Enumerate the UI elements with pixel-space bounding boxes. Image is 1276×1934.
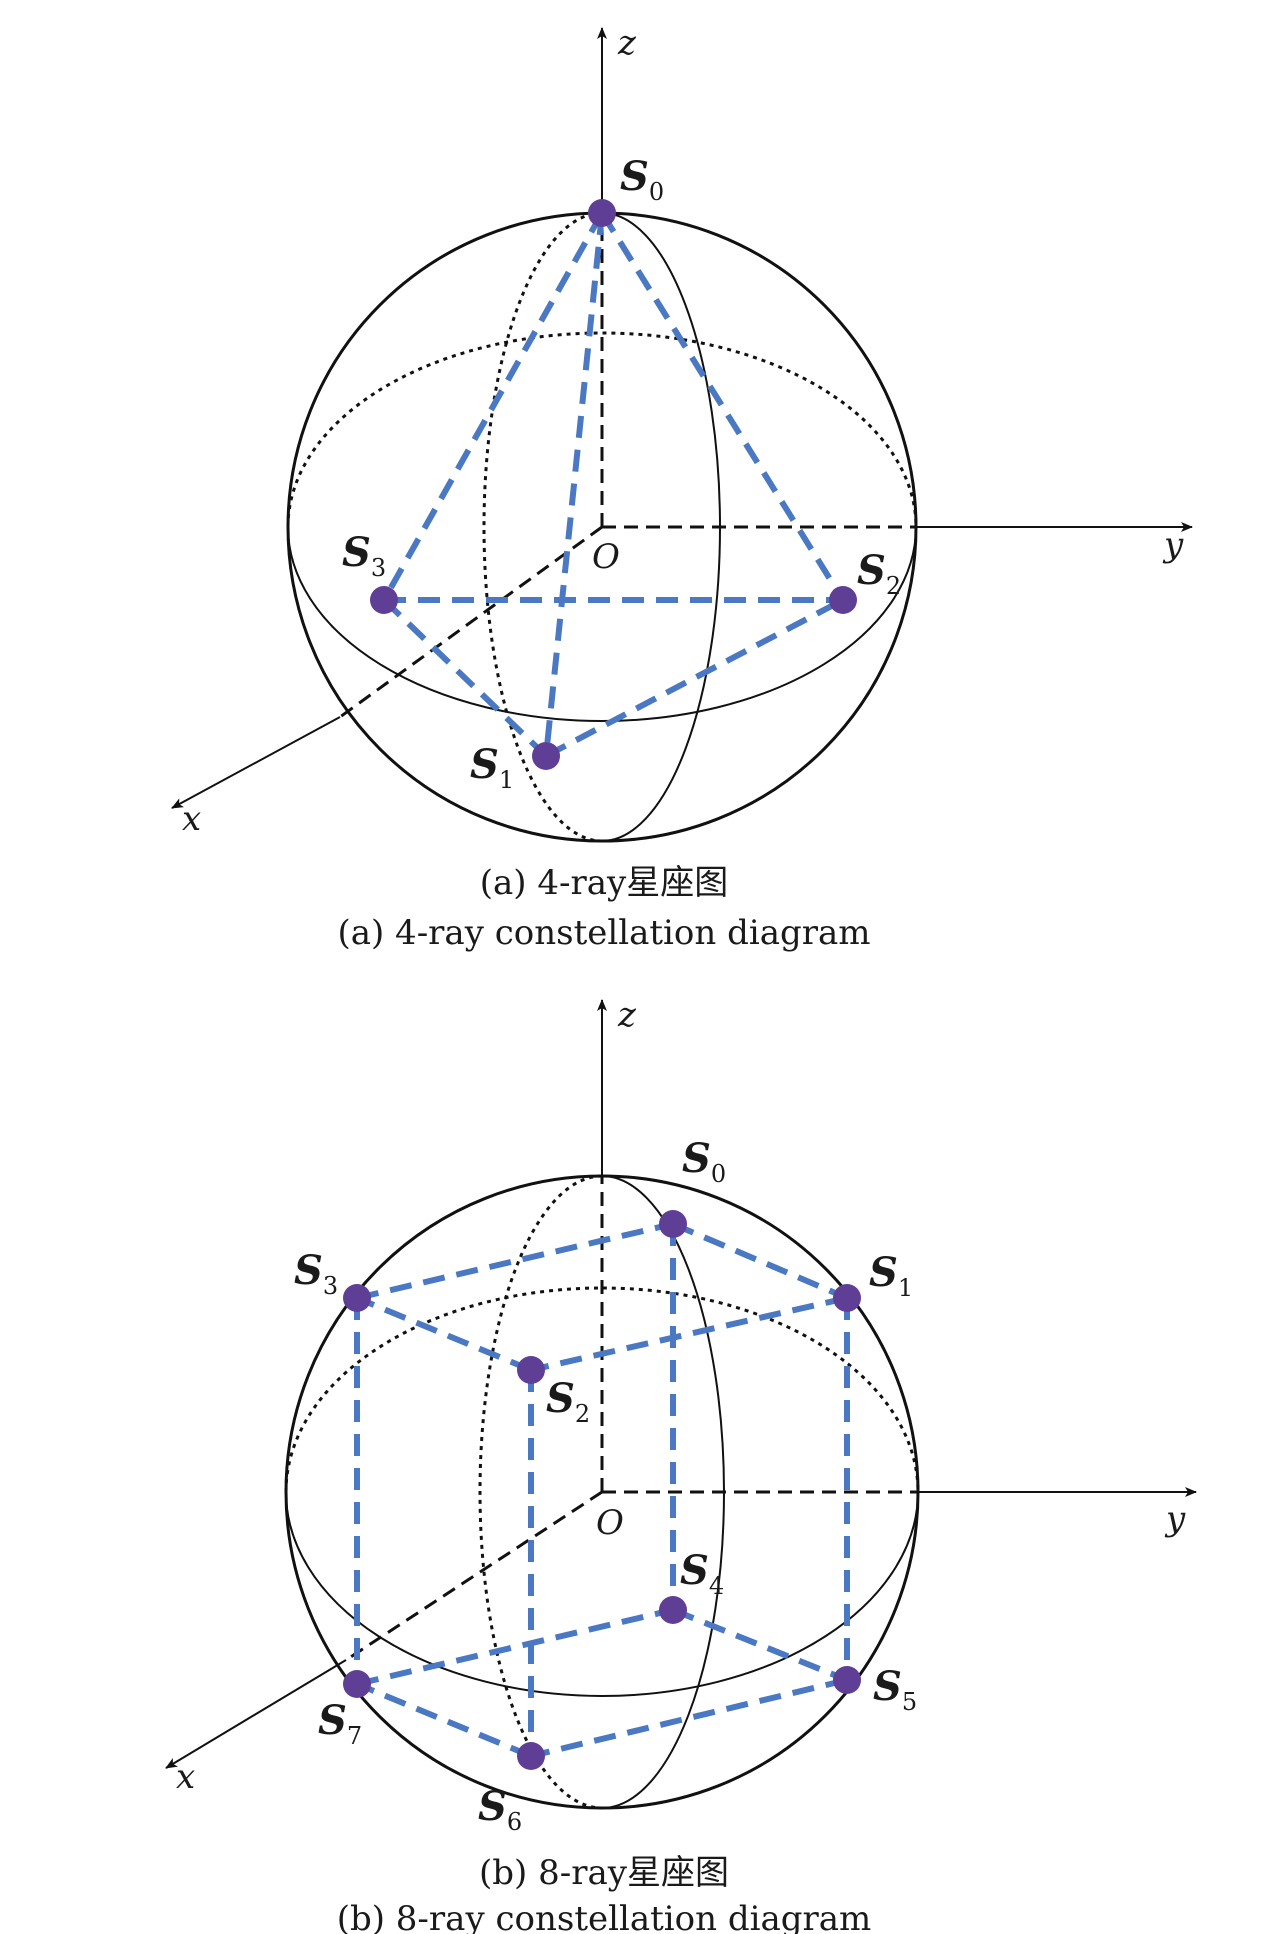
edge-s3-s0 <box>356 1221 674 1301</box>
point-label-s7: S7 <box>318 1697 362 1750</box>
equator-front-a <box>287 526 917 722</box>
point-s7 <box>343 1670 371 1698</box>
x-axis-a <box>171 716 341 809</box>
edge-s3-s1 <box>381 597 549 759</box>
z-axis-label-a: z <box>617 23 637 63</box>
point-s2 <box>517 1356 545 1384</box>
point-s3 <box>370 586 398 614</box>
z-axis-label-b: z <box>617 995 637 1035</box>
point-label-s0: S0 <box>620 153 664 206</box>
x-axis-inner-b <box>345 1490 603 1662</box>
point-s4 <box>659 1596 687 1624</box>
point-label-s2: S2 <box>857 547 901 600</box>
point-label-s0: S0 <box>682 1135 726 1188</box>
point-label-s3: S3 <box>342 529 386 582</box>
edge-s0-s3 <box>381 211 605 602</box>
point-label-s5: S5 <box>873 1663 917 1716</box>
equator-back-b <box>284 1286 920 1493</box>
meridian-back-b <box>478 1174 603 1810</box>
cube-edges <box>354 1221 850 1759</box>
point-s6 <box>517 1742 545 1770</box>
edge-s6-s7 <box>355 1681 533 1759</box>
equator-front-b <box>285 1491 919 1697</box>
tetrahedron-edges <box>381 211 846 759</box>
caption-b-en: (b) 8-ray constellation diagram <box>337 1899 872 1934</box>
point-label-s3: S3 <box>294 1247 338 1300</box>
x-axis-label-a: x <box>182 799 201 839</box>
edge-s5-s6 <box>530 1677 848 1759</box>
point-s0 <box>659 1210 687 1238</box>
x-axis-label-b: x <box>176 1757 195 1797</box>
point-label-s1: S1 <box>470 741 514 794</box>
origin-label-b: O <box>596 1503 624 1543</box>
edge-s2-s3 <box>355 1295 533 1373</box>
edge-s4-s5 <box>671 1607 849 1683</box>
caption-b-cn: (b) 8-ray星座图 <box>479 1853 729 1893</box>
x-axis-b <box>165 1659 347 1769</box>
point-label-s6: S6 <box>478 1783 522 1836</box>
figure-b-8ray: z y x O S0 S1 S2 S3 S4 S5 S6 S7 (b) 8-ra… <box>165 995 1197 1934</box>
point-s5 <box>833 1666 861 1694</box>
edge-s7-s4 <box>356 1607 674 1687</box>
edge-s0-s1 <box>671 1221 849 1301</box>
point-s2 <box>829 586 857 614</box>
figure-a-4ray: z y x O S0 S1 S2 S3 (a) 4-ray星座图 (a) 4-r… <box>171 23 1193 953</box>
edge-s0-s2 <box>599 211 846 602</box>
y-axis-label-b: y <box>1164 1499 1186 1539</box>
y-axis-label-a: y <box>1162 525 1184 565</box>
points-a <box>370 199 857 770</box>
edge-s1-s2 <box>544 597 845 759</box>
equator-back-a <box>286 331 918 528</box>
point-label-s2: S2 <box>546 1375 590 1428</box>
point-s0 <box>588 199 616 227</box>
edge-s1-s2 <box>530 1295 848 1373</box>
caption-a-cn: (a) 4-ray星座图 <box>480 863 728 903</box>
point-s3 <box>343 1284 371 1312</box>
points-b <box>343 1210 861 1770</box>
edge-s0-s1 <box>543 212 605 757</box>
origin-label-a: O <box>592 537 620 577</box>
point-label-s1: S1 <box>869 1249 913 1302</box>
point-s1 <box>833 1284 861 1312</box>
point-s1 <box>532 742 560 770</box>
x-axis-inner-a <box>339 525 603 719</box>
point-label-s4: S4 <box>680 1547 724 1600</box>
caption-a-en: (a) 4-ray constellation diagram <box>337 913 870 953</box>
